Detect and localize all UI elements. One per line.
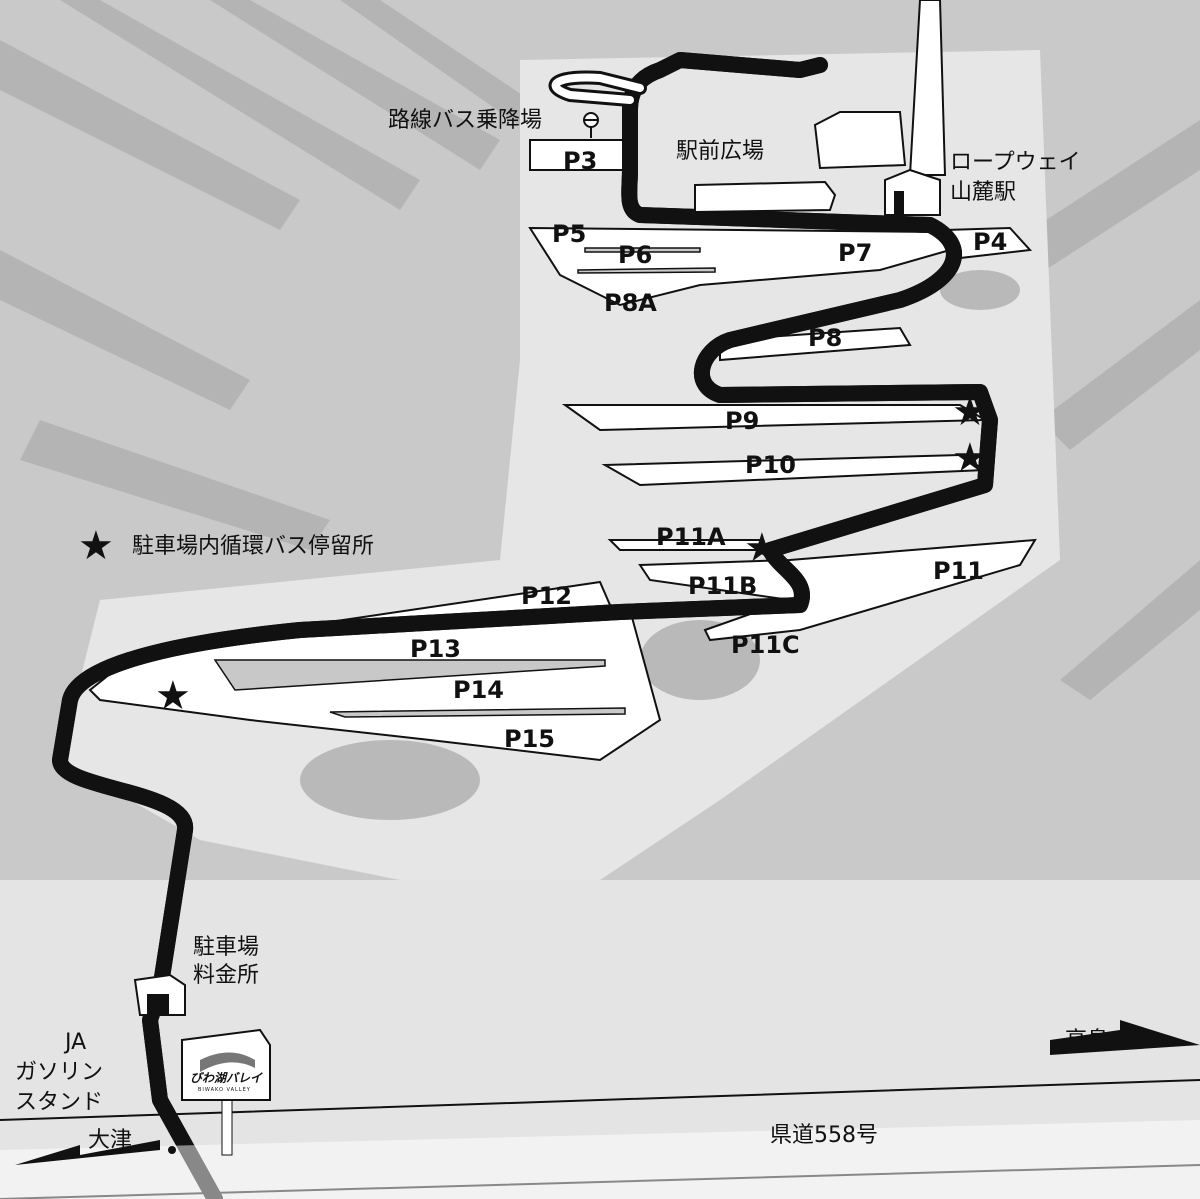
parking-label: P9 — [725, 407, 760, 435]
bus-stop-star-icon: ★ — [744, 525, 780, 571]
arrow-takashima — [1050, 1020, 1200, 1055]
sign-text: びわ湖バレイ — [190, 1071, 263, 1085]
direction-otsu: 大津 — [88, 1128, 133, 1153]
ropeway-station-building — [884, 168, 941, 216]
shadow — [640, 620, 760, 700]
parking-label: P11B — [688, 572, 758, 600]
sign-text-en: BIWAKO VALLEY — [198, 1087, 251, 1093]
parking-label: P15 — [504, 725, 555, 753]
parking-label: P8 — [808, 324, 843, 352]
parking-label: P11C — [731, 631, 800, 659]
station-square-label: 駅前広場 — [676, 139, 765, 164]
lot-p11a — [607, 539, 761, 551]
direction-takashima: 高島 — [1065, 1028, 1110, 1053]
parking-label: P12 — [521, 582, 572, 610]
station-building — [813, 111, 907, 170]
biwako-valley-sign — [181, 1028, 271, 1156]
route-label: 県道558号 — [770, 1123, 878, 1148]
ropeway-label: ロープウェイ — [950, 150, 1081, 175]
roads — [52, 52, 998, 1199]
parking-label: P13 — [410, 635, 461, 663]
legend-star-icon: ★ — [78, 523, 114, 569]
legend-label: 駐車場内循環バス停留所 — [132, 534, 375, 559]
parking-label: P10 — [745, 451, 796, 479]
bus-stop-icon — [583, 112, 599, 138]
arrow-otsu — [15, 1140, 160, 1165]
lot-p11 — [638, 538, 1037, 642]
road-surface — [0, 1120, 1200, 1199]
terrain-ridges — [0, 0, 1200, 700]
parking-label: P3 — [563, 147, 598, 175]
parking-label: P14 — [453, 676, 504, 704]
toll-label: 駐車場 — [193, 935, 260, 960]
parking-label: P8A — [604, 289, 657, 317]
parking-label: P11 — [933, 557, 984, 585]
toll-label-2: 料金所 — [193, 963, 260, 988]
lowland — [0, 880, 1200, 1199]
ropeway-station-label: 山麓駅 — [950, 180, 1017, 205]
buildings — [133, 111, 941, 1016]
parking-label: P7 — [838, 239, 873, 267]
bus-stop-star-icon: ★ — [155, 673, 191, 719]
gas-label-3: スタンド — [15, 1090, 104, 1115]
long-building — [694, 180, 837, 214]
parking-label: P4 — [973, 228, 1008, 256]
parking-label: P6 — [618, 241, 653, 269]
shadow — [940, 270, 1020, 310]
bus-stop-label: 路線バス乗降場 — [388, 108, 543, 133]
lot-dividers — [213, 247, 716, 718]
bus-stop-star-icon: ★ — [952, 435, 988, 481]
gas-label-2: ガソリン — [15, 1060, 104, 1085]
ropeway-line — [908, 0, 947, 176]
gas-station-marker — [168, 1146, 176, 1154]
gas-label-1: JA — [65, 1030, 87, 1055]
parking-label: P5 — [552, 220, 587, 248]
parking-label: P11A — [656, 523, 726, 551]
shadow — [300, 740, 480, 820]
bus-stop-star-icon: ★ — [952, 389, 988, 435]
